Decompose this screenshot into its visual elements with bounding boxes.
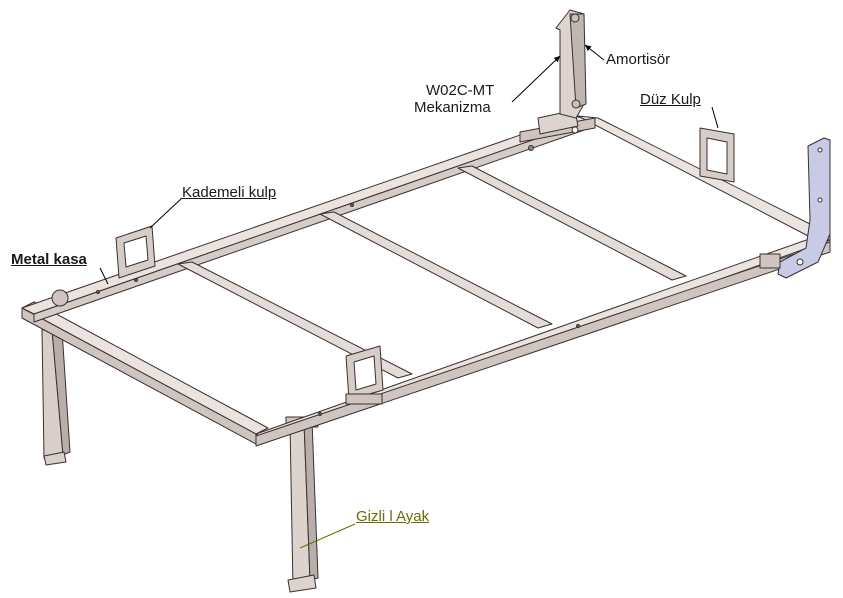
metal-kasa-label: Metal kasa xyxy=(11,251,87,268)
leader-duz-kulp xyxy=(711,106,719,129)
duz-kulp-label: Düz Kulp xyxy=(640,91,701,108)
hidden-leg xyxy=(285,416,319,593)
leader-mechanism xyxy=(511,55,561,103)
right-bracket xyxy=(759,137,831,279)
stepped-handle-front xyxy=(345,345,384,405)
straight-handle xyxy=(699,127,735,183)
leader-gizli-ayak xyxy=(299,523,356,549)
leader-metal-kasa xyxy=(99,267,109,285)
mechanism xyxy=(519,9,596,143)
amortisor-label: Amortisör xyxy=(606,51,671,68)
kademeli-kulp-label: Kademeli kulp xyxy=(182,184,277,201)
stepped-handle-back xyxy=(115,225,156,279)
metal-frame xyxy=(21,115,831,447)
mechanism-label-line2: Mekanizma xyxy=(414,99,491,116)
leader-kademeli xyxy=(149,197,183,229)
leader-amortisor xyxy=(584,44,605,61)
mechanism-label-line1: W02C-MT xyxy=(426,82,495,99)
left-leg xyxy=(41,329,71,466)
gizli-ayak-label: Gizli l Ayak xyxy=(356,508,430,525)
left-pivot xyxy=(51,289,69,307)
